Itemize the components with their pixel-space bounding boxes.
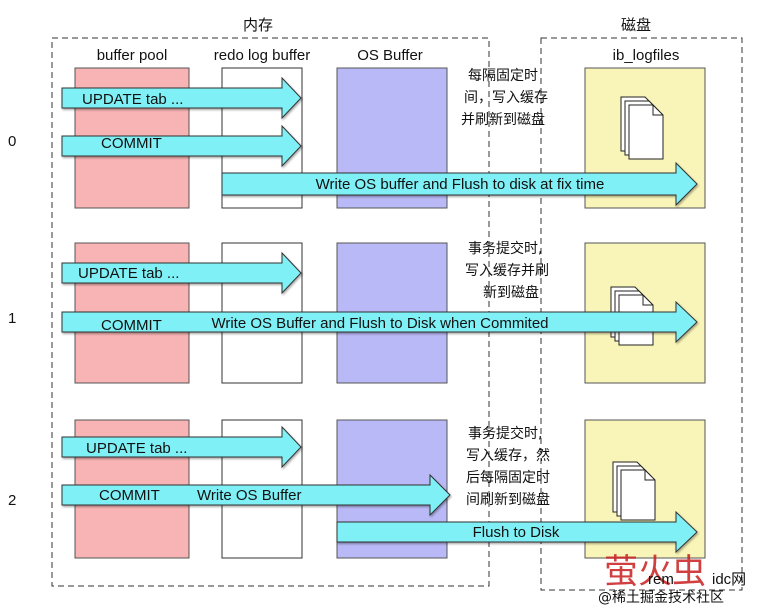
row-0-flush-label: Write OS buffer and Flush to disk at fix… — [316, 176, 605, 193]
ib-logfiles-header: ib_logfiles — [613, 47, 680, 64]
row-2-note-line-2: 写入缓存，然 — [466, 447, 550, 464]
row-1-note-line-1: 事务提交时, — [468, 240, 542, 257]
redo-log-buffer-header: redo log buffer — [214, 47, 310, 64]
row-2-file-stack-icon — [612, 461, 656, 521]
row-2-mode-label: 2 — [8, 492, 16, 509]
row-0-commit-label: COMMIT — [101, 135, 162, 152]
row-0-commit-arrow — [61, 124, 302, 168]
row-2-note-line-1: 事务提交时, — [468, 425, 542, 442]
row-0-note-line-2: 间，写入缓存 — [464, 90, 548, 106]
watermark-partial-text: rem — [648, 571, 674, 588]
row-2-write-label: Write OS Buffer — [197, 487, 301, 504]
row-2-commit-label: COMMIT — [99, 487, 160, 504]
os-buffer-header: OS Buffer — [357, 47, 423, 64]
row-1-note-line-3: 新到磁盘 — [483, 284, 539, 301]
row-0-update-label: UPDATE tab ... — [82, 91, 183, 108]
row-2-flush-arrow — [336, 510, 698, 554]
row-0-flush-arrow — [221, 161, 698, 207]
row-0-update-arrow — [61, 76, 302, 120]
row-1-flush-label: Write OS Buffer and Flush to Disk when C… — [211, 315, 548, 332]
watermark-sub-text: @稀土掘金技术社区 — [598, 590, 724, 606]
watermark-site-text: idc网 — [712, 571, 746, 588]
row-2-flush-label: Flush to Disk — [473, 524, 560, 541]
row-2-note-line-4: 间刷新到磁盘 — [466, 491, 550, 508]
row-0-note-line-1: 每隔固定时 — [468, 68, 538, 84]
row-2-update-arrow — [61, 425, 302, 469]
row-1-commit-label: COMMIT — [101, 317, 162, 334]
disk-region-title: 磁盘 — [621, 16, 651, 34]
watermark-logo: 萤火虫 — [604, 552, 706, 592]
row-1-note-line-2: 写入缓存并刷 — [465, 263, 549, 279]
row-1-update-arrow — [61, 251, 302, 295]
row-0-file-stack-icon — [620, 96, 664, 160]
memory-region-title: 内存 — [243, 17, 273, 34]
row-1-flush-arrow — [61, 300, 698, 344]
row-1-update-label: UPDATE tab ... — [78, 265, 179, 282]
row-2-commit-arrow — [61, 473, 451, 517]
buffer-pool-header: buffer pool — [97, 47, 168, 64]
row-2-note-line-3: 后每隔固定时 — [466, 470, 550, 486]
row-2-update-label: UPDATE tab ... — [86, 440, 187, 457]
row-1-mode-label: 1 — [8, 310, 16, 327]
row-0-mode-label: 0 — [8, 133, 16, 150]
row-0-note-line-3: 并刷新到磁盘 — [461, 111, 545, 128]
